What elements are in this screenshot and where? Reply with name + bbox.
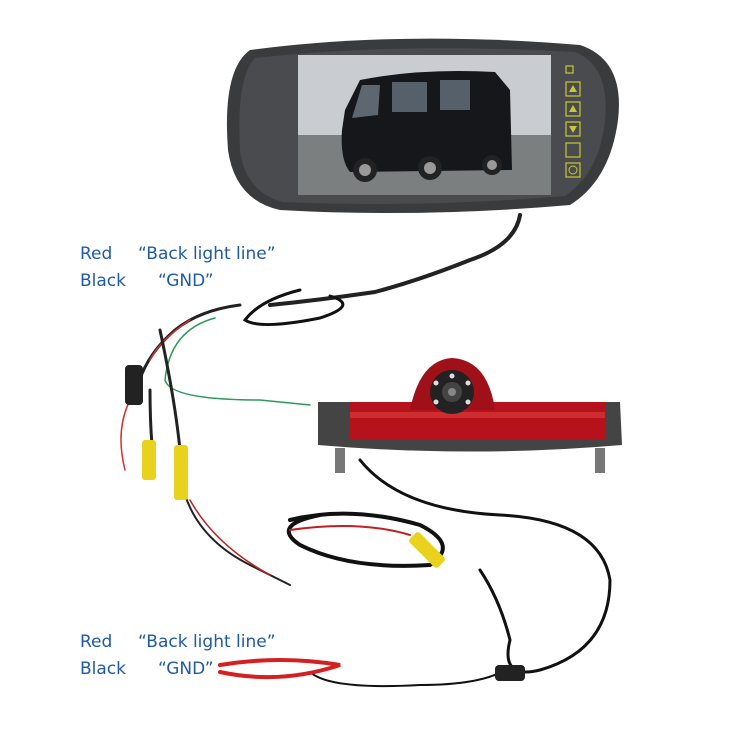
top-red-label: Red <box>80 244 113 264</box>
mirror-monitor <box>226 38 619 214</box>
bottom-black-function-label: “GND” <box>158 659 214 679</box>
van-image <box>341 71 512 182</box>
up-arrow-icon <box>565 81 581 97</box>
rca-connectors <box>125 365 525 681</box>
up-arrow-icon <box>565 101 581 117</box>
menu-icon <box>565 65 574 74</box>
v-g-icon <box>565 142 581 158</box>
bottom-red-function-label: “Back light line” <box>138 632 276 652</box>
top-red-function-label: “Back light line” <box>138 244 276 264</box>
top-black-function-label: “GND” <box>158 271 214 291</box>
power-icon <box>565 162 581 178</box>
bottom-red-label: Red <box>80 632 113 652</box>
down-arrow-icon <box>565 121 581 137</box>
brake-light-camera <box>318 358 622 473</box>
bottom-black-label: Black <box>80 659 126 679</box>
top-black-label: Black <box>80 271 126 291</box>
